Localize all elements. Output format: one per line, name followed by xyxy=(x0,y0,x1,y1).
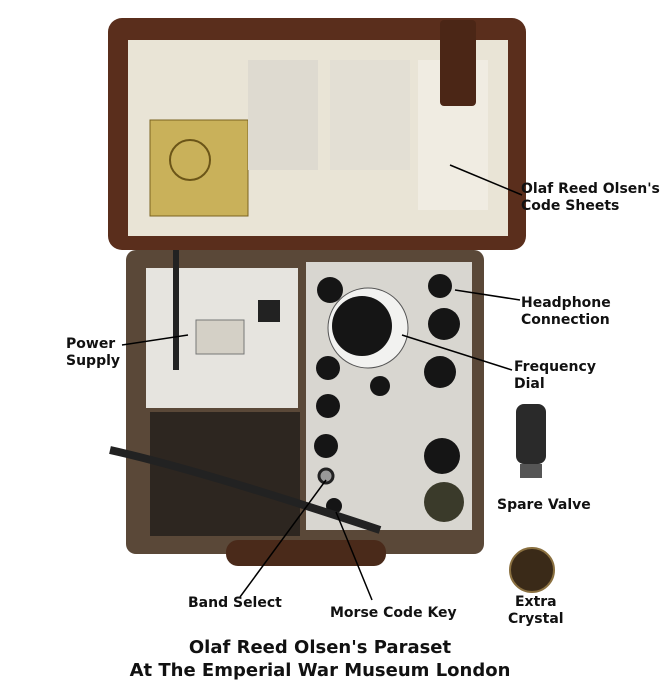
label-line: Connection xyxy=(521,312,610,328)
label-line: Supply xyxy=(66,353,121,369)
accessory-compartment xyxy=(150,412,300,536)
knob xyxy=(428,308,460,340)
knob xyxy=(314,434,338,458)
caption-line-2: At The Emperial War Museum London xyxy=(129,660,511,681)
brass-plate xyxy=(149,119,249,217)
knob xyxy=(317,277,343,303)
label-line: Crystal xyxy=(508,611,564,627)
plate-circle xyxy=(169,139,211,181)
knob xyxy=(316,394,340,418)
label-band-select: Band Select xyxy=(188,595,282,611)
knob xyxy=(428,274,452,298)
valve-base xyxy=(520,464,542,478)
label-line: Extra xyxy=(514,594,557,610)
case-handle xyxy=(226,540,386,566)
lid-strap xyxy=(440,20,476,106)
code-sheet-2 xyxy=(330,60,410,170)
extra-crystal xyxy=(509,547,555,593)
knob xyxy=(316,356,340,380)
code-sheet-1 xyxy=(248,60,318,170)
band-select-jack xyxy=(317,467,335,485)
spare-valve xyxy=(516,404,546,464)
caption-line-1: Olaf Reed Olsen's Paraset xyxy=(188,637,452,658)
label-spare-valve: Spare Valve xyxy=(497,497,591,513)
dial-knob xyxy=(332,296,392,356)
knob xyxy=(424,438,460,474)
label-line: Frequency xyxy=(514,359,596,375)
knob xyxy=(370,376,390,396)
label-morse-key: Morse Code Key xyxy=(330,605,457,621)
cable xyxy=(109,446,382,534)
ps-socket xyxy=(258,300,280,322)
leader-lines xyxy=(121,164,523,601)
knob xyxy=(424,356,456,388)
label-line: Code Sheets xyxy=(521,198,620,214)
label-line: Power xyxy=(66,336,116,352)
label-line: Headphone xyxy=(521,295,611,311)
label-line: Dial xyxy=(514,376,545,392)
label-line: Olaf Reed Olsen's xyxy=(521,181,660,197)
crystal-socket xyxy=(424,482,464,522)
ps-label xyxy=(195,319,245,355)
